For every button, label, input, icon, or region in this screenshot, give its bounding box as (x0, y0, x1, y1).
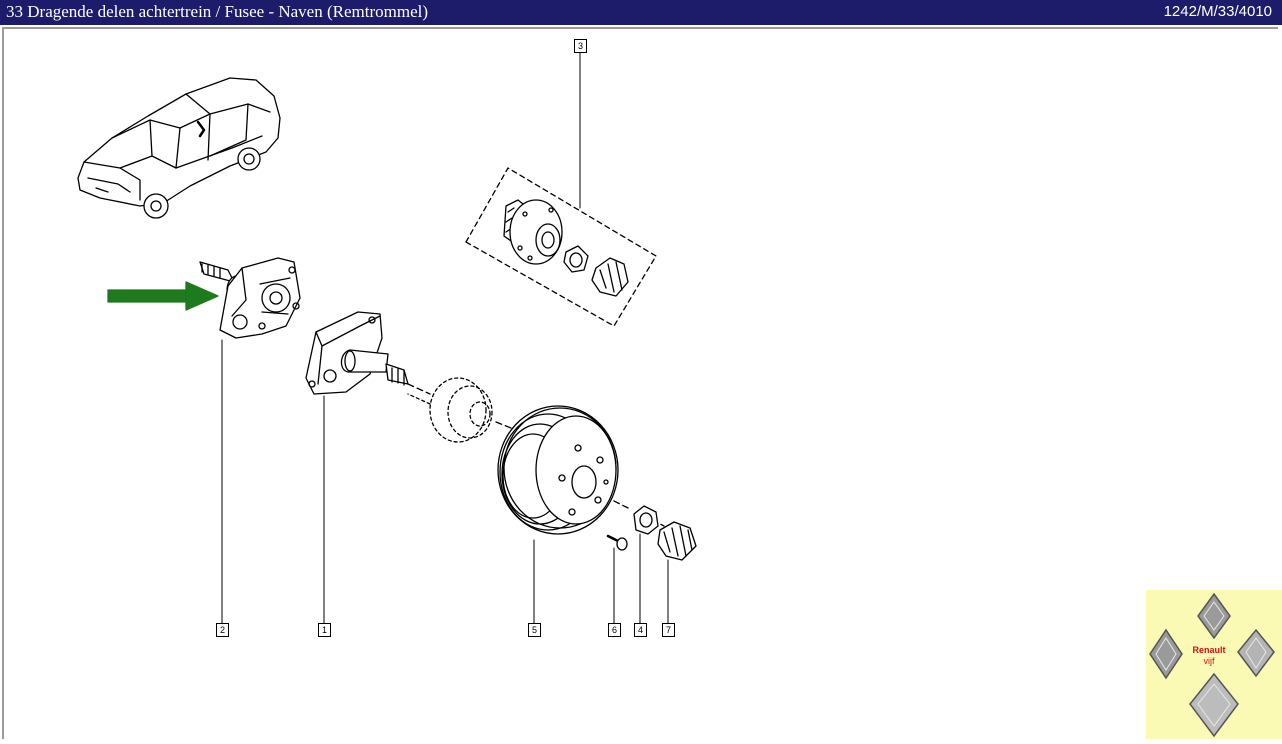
logo-line-1: Renault (1192, 645, 1226, 655)
part-7-cap (657, 521, 697, 561)
hub-phantom (407, 377, 493, 443)
callout-6: 6 (608, 623, 621, 637)
page-title: 33 Dragende delen achtertrein / Fusee - … (6, 2, 429, 21)
document-code: 1242/M/33/4010 (1163, 3, 1272, 20)
part-5-brake-drum (497, 405, 619, 535)
callout-4: 4 (634, 623, 647, 637)
logo-line-2: vijf (1203, 656, 1215, 666)
callout-1: 1 (318, 623, 331, 637)
part-2-stub-axle (199, 257, 301, 339)
part-3-hub-assembly (503, 199, 629, 297)
green-right-arrow-icon (107, 281, 219, 311)
renault-logo-text: Renault vijf (1178, 645, 1240, 667)
part-3-group-outline (465, 167, 657, 327)
renault-diamond-logo-icon (1149, 592, 1275, 738)
part-1-stub-axle-plate (305, 311, 409, 395)
leader-lines (221, 51, 669, 624)
assembly-axis (407, 383, 665, 527)
part-4-nut (633, 505, 659, 535)
station-wagon-car-icon (77, 77, 281, 219)
callout-2: 2 (216, 623, 229, 637)
callout-7: 7 (662, 623, 675, 637)
callout-3: 3 (574, 39, 587, 53)
diagram-frame (2, 27, 1278, 739)
callout-5: 5 (528, 623, 541, 637)
title-bar: 33 Dragende delen achtertrein / Fusee - … (0, 0, 1282, 25)
renault-logo-panel (1146, 590, 1282, 739)
part-6-bolt (606, 534, 628, 551)
